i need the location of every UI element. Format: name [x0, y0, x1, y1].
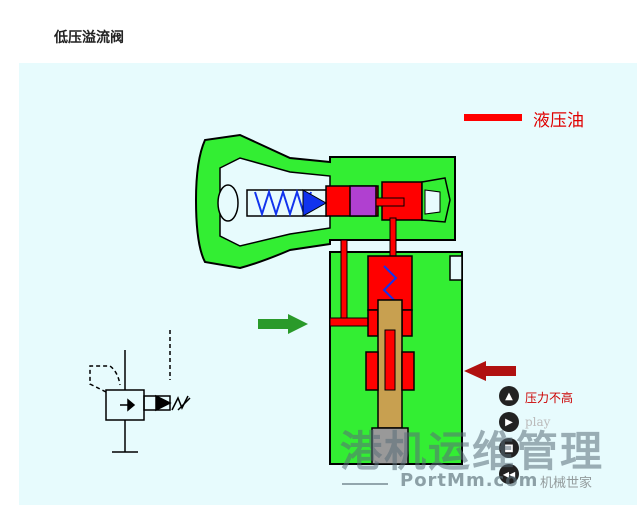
- play-label: play: [525, 415, 551, 429]
- rewind-icon: ◀◀: [502, 469, 516, 479]
- pilot-spring: [254, 188, 312, 218]
- animation-canvas: [19, 63, 637, 505]
- outlet-arrow: [486, 366, 516, 376]
- hydraulic-symbol: [89, 330, 191, 453]
- stop-button[interactable]: ■: [499, 438, 519, 458]
- watermark-english: PortMm.com: [400, 470, 539, 491]
- play-icon: ▶: [505, 416, 513, 428]
- play-button[interactable]: ▶: [499, 412, 519, 432]
- legend-swatch: [464, 114, 522, 121]
- pressure-not-high-label: 压力不高: [525, 391, 574, 405]
- page-title: 低压溢流阀: [54, 30, 124, 46]
- stop-icon: ■: [504, 442, 514, 454]
- watermark-divider: [342, 483, 388, 485]
- watermark-credit: 机械世家: [540, 476, 593, 491]
- inlet-arrow: [258, 319, 288, 329]
- legend-label: 液压油: [533, 111, 584, 131]
- watermark-chinese: 港机运维管理: [340, 427, 605, 476]
- adjust-knob: [217, 184, 239, 222]
- pilot-seat: [349, 185, 377, 217]
- up-triangle-icon: ▲: [505, 390, 513, 402]
- pressure-not-high-button[interactable]: ▲: [499, 386, 519, 406]
- rewind-button[interactable]: ◀◀: [499, 464, 519, 484]
